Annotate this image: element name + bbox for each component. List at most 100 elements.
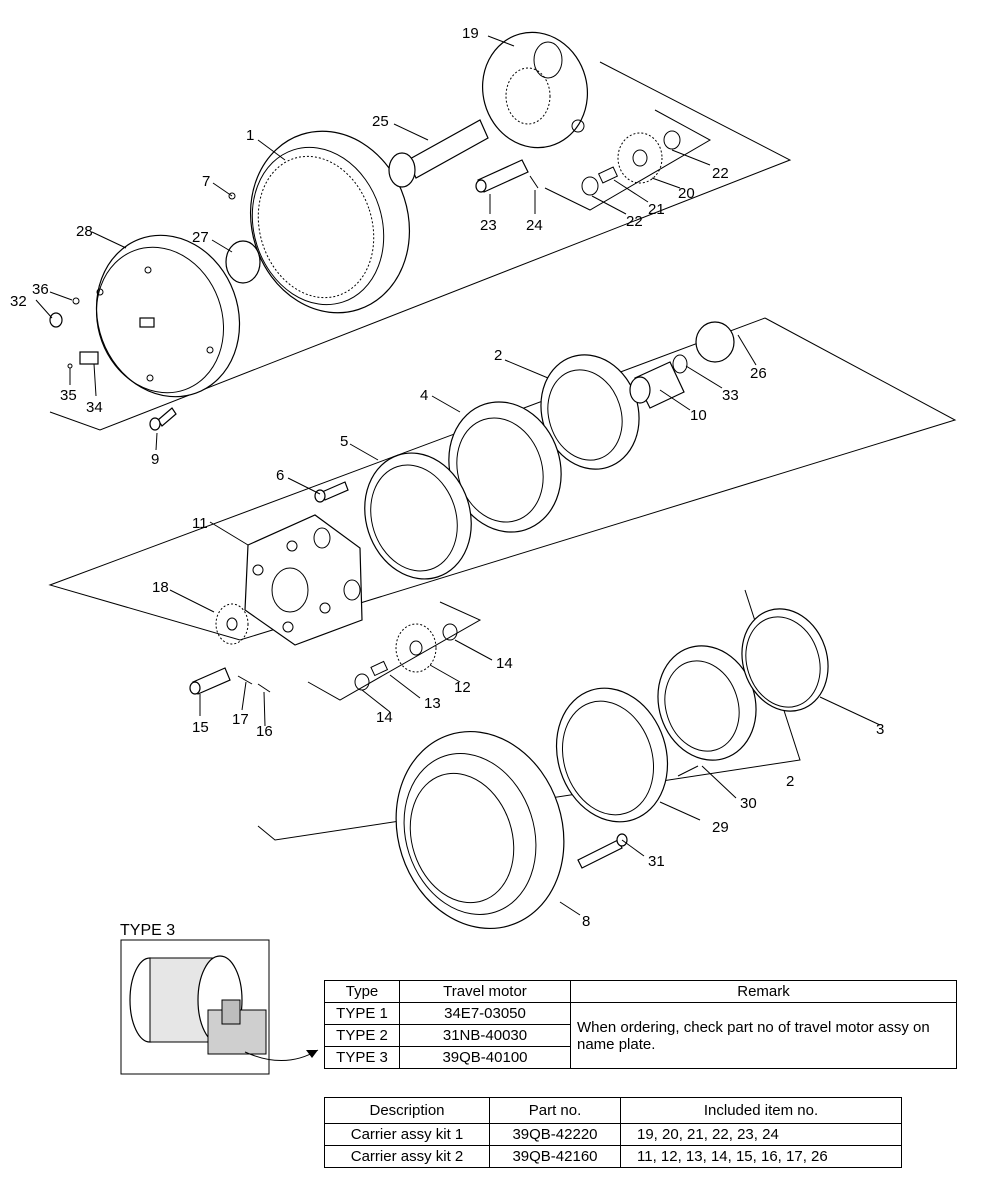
callout-7: 7 — [202, 173, 210, 190]
callout-22b: 22 — [626, 213, 643, 230]
pin-2 — [189, 667, 231, 695]
callout-27: 27 — [192, 229, 209, 246]
header-included-items: Included item no. — [620, 1097, 902, 1124]
shim — [364, 452, 472, 580]
callout-14b: 14 — [376, 709, 393, 726]
kit-description-cell: Carrier assy kit 1 — [324, 1123, 490, 1146]
carrier-subgroup-boundary — [544, 109, 712, 211]
bearing-sleeve — [629, 361, 685, 409]
callout-33: 33 — [722, 387, 739, 404]
callout-35: 35 — [60, 387, 77, 404]
cover-plug — [695, 321, 735, 363]
table-row: Carrier assy kit 2 39QB-42160 11, 12, 13… — [324, 1145, 902, 1168]
callout-19: 19 — [462, 25, 479, 42]
mid-subgroup-boundary — [307, 601, 482, 701]
callout-4: 4 — [420, 387, 428, 404]
callout-25: 25 — [372, 113, 389, 130]
planet-gear — [617, 132, 663, 184]
callout-12: 12 — [454, 679, 471, 696]
long-bolt — [577, 833, 628, 869]
plug-bolt — [49, 312, 63, 328]
motor-part-cell: 39QB-40100 — [399, 1046, 571, 1069]
table-row: TYPE 3 39QB-40100 — [324, 1046, 957, 1069]
callout-14a: 14 — [496, 655, 513, 672]
plug — [225, 240, 261, 284]
type-cell: TYPE 2 — [324, 1024, 400, 1047]
kit-table: Description Part no. Included item no. C… — [324, 1097, 902, 1168]
callout-5: 5 — [340, 433, 348, 450]
inset-frame — [120, 939, 270, 1075]
cover — [95, 234, 241, 398]
kit-items-cell: 19, 20, 21, 22, 23, 24 — [620, 1123, 902, 1146]
angular-bearing-2 — [657, 645, 757, 761]
name-plate — [79, 351, 99, 365]
header-description: Description — [324, 1097, 490, 1124]
callout-22a: 22 — [712, 165, 729, 182]
callout-30: 30 — [740, 795, 757, 812]
callout-29: 29 — [712, 819, 729, 836]
snap-ring — [672, 354, 688, 374]
travel-motor-image — [129, 955, 267, 1055]
pin — [475, 159, 529, 193]
table-header-row: Description Part no. Included item no. — [324, 1097, 902, 1124]
thrust-washer-2 — [442, 623, 458, 641]
thrust-washer — [663, 130, 681, 150]
callout-21: 21 — [648, 201, 665, 218]
callout-24: 24 — [526, 217, 543, 234]
header-travel-motor: Travel motor — [399, 980, 571, 1003]
callout-labels: 1 2 3 4 5 6 7 8 9 10 11 12 13 14 14 15 1… — [10, 25, 884, 930]
callout-3: 3 — [876, 721, 884, 738]
callout-36: 36 — [32, 281, 49, 298]
ring-gear — [249, 130, 411, 314]
kit-part-no-cell: 39QB-42220 — [489, 1123, 621, 1146]
travel-motor-type-table: Type Travel motor Remark TYPE 1 34E7-030… — [324, 980, 957, 1069]
callout-9: 9 — [151, 451, 159, 468]
callout-20: 20 — [678, 185, 695, 202]
needle-bearing-2 — [370, 660, 389, 677]
shaft — [388, 119, 489, 188]
rivet — [67, 363, 73, 369]
table-row: TYPE 1 34E7-03050 When ordering, check p… — [324, 1002, 957, 1069]
remark-cell: When ordering, check part no of travel m… — [570, 1002, 957, 1069]
upper-group-boundary — [49, 61, 792, 431]
callout-32: 32 — [10, 293, 27, 310]
callout-28: 28 — [76, 223, 93, 240]
callout-31: 31 — [648, 853, 665, 870]
type-cell: TYPE 3 — [324, 1046, 400, 1069]
type-cell: TYPE 1 — [324, 1002, 400, 1025]
kit-part-no-cell: 39QB-42160 — [489, 1145, 621, 1168]
callout-18: 18 — [152, 579, 169, 596]
socket-bolt — [149, 407, 177, 431]
callout-2a: 2 — [494, 347, 502, 364]
callout-34: 34 — [86, 399, 103, 416]
planet-gear-2 — [395, 623, 437, 673]
callout-15: 15 — [192, 719, 209, 736]
callout-2b: 2 — [786, 773, 794, 790]
header-part-no: Part no. — [489, 1097, 621, 1124]
callout-1: 1 — [246, 127, 254, 144]
callout-11: 11 — [192, 515, 208, 532]
table-row: Carrier assy kit 1 39QB-42220 19, 20, 21… — [324, 1123, 902, 1146]
needle-bearing — [597, 166, 619, 184]
thrust-washer — [581, 176, 599, 196]
table-row: TYPE 2 31NB-40030 — [324, 1024, 957, 1047]
o-ring — [72, 297, 80, 305]
spring-pin-3 — [257, 683, 271, 693]
callout-17: 17 — [232, 711, 249, 728]
callout-23: 23 — [480, 217, 497, 234]
hex-bolt — [314, 481, 349, 503]
spring-pin-2 — [237, 675, 253, 685]
callout-10: 10 — [690, 407, 707, 424]
callout-16: 16 — [256, 723, 273, 740]
table-header-row: Type Travel motor Remark — [324, 980, 957, 1003]
shim-2 — [555, 687, 669, 823]
carrier-housing — [244, 514, 363, 646]
callout-8: 8 — [582, 913, 590, 930]
middle-group-boundary — [48, 317, 957, 641]
housing — [395, 730, 565, 930]
header-type: Type — [324, 980, 400, 1003]
plug-screw — [228, 192, 236, 200]
header-remark: Remark — [570, 980, 957, 1003]
sun-gear — [215, 603, 249, 645]
